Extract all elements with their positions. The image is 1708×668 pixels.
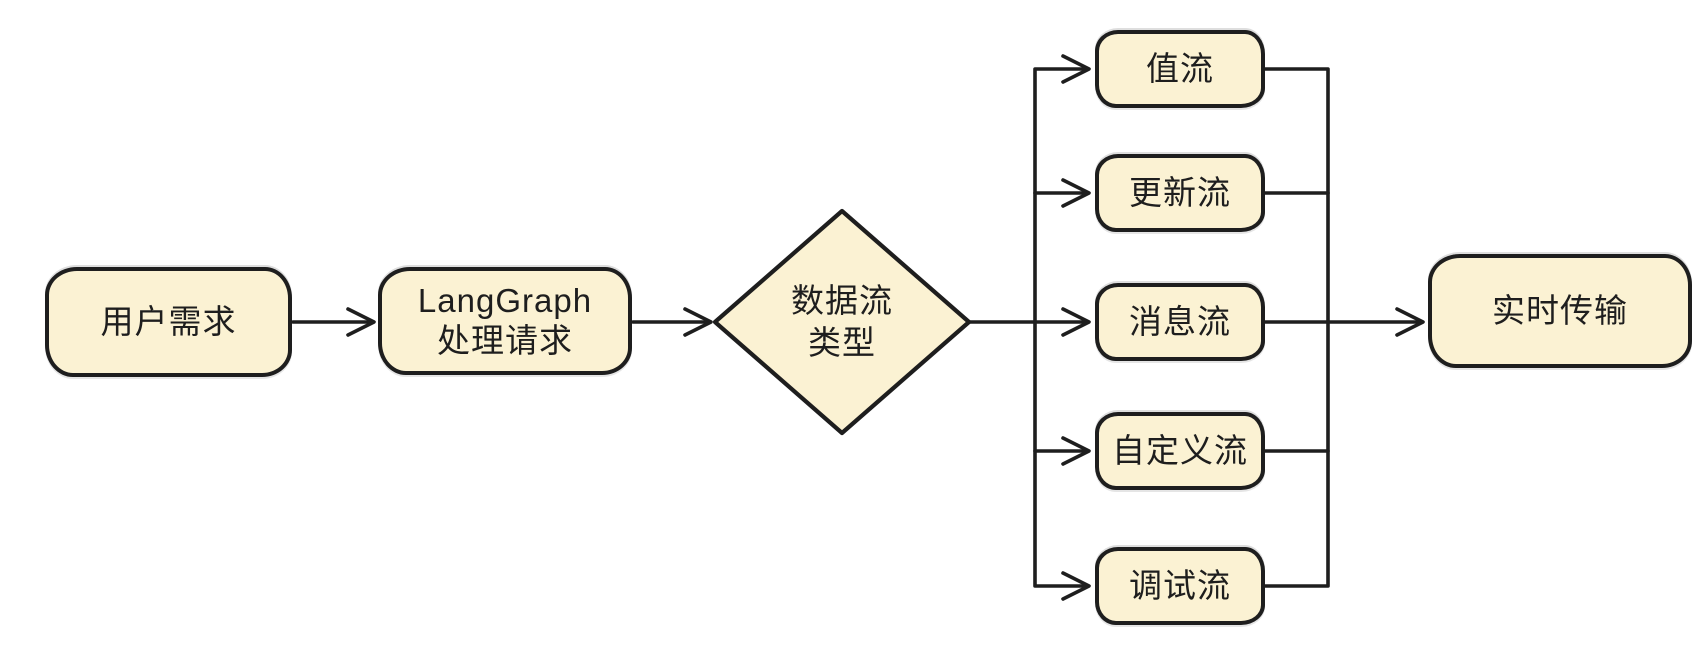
node-custom-stream-label: 自定义流 (1112, 431, 1248, 469)
merge-rail-right (1263, 67, 1330, 588)
node-user-demand: 用户需求 (45, 267, 292, 377)
node-updates-stream-label: 更新流 (1129, 173, 1231, 211)
node-langgraph-line1: LangGraph (417, 281, 593, 319)
arrowhead-decision-values (1061, 54, 1091, 84)
node-langgraph-line2: 处理请求 (436, 322, 573, 359)
arrowhead-process-decision (683, 307, 713, 337)
arrowhead-decision-messages (1061, 307, 1091, 337)
node-debug-stream-label: 调试流 (1129, 566, 1231, 604)
node-values-stream-label: 值流 (1146, 49, 1214, 87)
node-decision-line1: 数据流 (791, 281, 893, 319)
arrowhead-decision-custom (1061, 436, 1091, 466)
decision-diamond-shape (712, 208, 972, 436)
node-debug-stream: 调试流 (1095, 547, 1265, 625)
branch-rail-left (1033, 67, 1089, 588)
node-custom-stream: 自定义流 (1095, 412, 1265, 490)
node-values-stream: 值流 (1095, 30, 1265, 108)
node-langgraph-process-label: LangGraph 处理请求 (418, 281, 592, 362)
arrowhead-merge-end (1395, 307, 1425, 337)
node-messages-stream: 消息流 (1095, 283, 1265, 361)
node-messages-stream-label: 消息流 (1129, 302, 1231, 340)
node-decision-label: 数据流 类型 (732, 262, 952, 382)
node-decision-text: 数据流 类型 (791, 280, 893, 364)
node-decision-line2: 类型 (808, 324, 876, 361)
node-realtime-transfer-label: 实时传输 (1492, 291, 1628, 329)
arrowhead-decision-updates (1061, 178, 1091, 208)
node-updates-stream: 更新流 (1095, 154, 1265, 232)
node-realtime-transfer: 实时传输 (1428, 254, 1692, 368)
arrowhead-decision-debug (1061, 571, 1091, 601)
node-langgraph-process: LangGraph 处理请求 (378, 267, 632, 375)
arrowhead-start-process (346, 307, 376, 337)
node-user-demand-label: 用户需求 (100, 302, 237, 340)
